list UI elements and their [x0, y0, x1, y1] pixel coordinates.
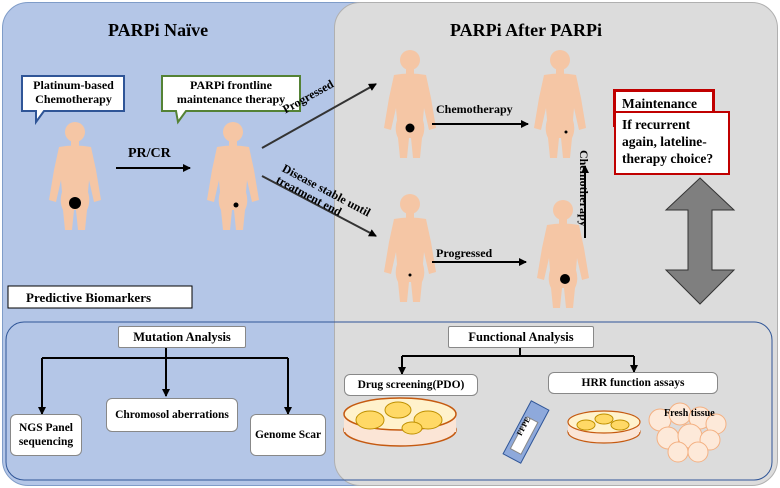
predictive-biomarkers-box: [7, 285, 193, 309]
genome-scar-box: Genome Scar: [250, 414, 326, 456]
chemotherapy-label-top: Chemotherapy: [436, 102, 513, 116]
platinum-callout-shape: [21, 75, 125, 126]
ffpe-slide: [502, 400, 550, 464]
ngs-panel-box: NGS Panel sequencing: [10, 414, 82, 456]
predictive-biomarkers-title: Predictive Biomarkers: [26, 290, 152, 305]
fresh-tissue-label: Fresh tissue: [664, 408, 715, 419]
pr-cr-label: PR/CR: [128, 146, 171, 161]
progressed-arrow-top: [261, 83, 377, 149]
parpi-naive-title: PARPi Naïve: [108, 20, 209, 40]
recurrent-question-box: If recurrent again, lateline-therapy cho…: [614, 111, 730, 175]
tumor-dot-medium: [405, 123, 415, 133]
organoid-dish-small: [567, 410, 641, 444]
patient-figure-1: [49, 122, 101, 230]
patient-figure-3: [384, 50, 436, 158]
double-arrow: [664, 177, 736, 305]
biomarker-frame: [5, 321, 773, 481]
stable-arrow: [261, 175, 377, 237]
chromosol-box: Chromosol aberrations: [106, 398, 238, 432]
hrr-assays-box: HRR function assays: [548, 372, 718, 394]
tumor-dot-large: [69, 197, 81, 209]
patient-figure-5: [384, 194, 436, 302]
tumor-dot-tiny: [564, 130, 568, 134]
platinum-callout: Platinum-based Chemotherapy: [33, 78, 114, 106]
tumor-dot-medium-2: [560, 274, 570, 284]
patient-figure-2: [207, 122, 259, 230]
functional-analysis-box: Functional Analysis: [448, 326, 594, 348]
organoid-dish-large: [343, 397, 457, 447]
chemotherapy-label-vertical: Chemotherapy: [577, 150, 591, 227]
progressed-label-bottom: Progressed: [436, 246, 493, 260]
drug-screening-box: Drug screening(PDO): [344, 374, 478, 396]
tumor-dot-small: [233, 202, 239, 208]
patient-figure-4: [534, 50, 586, 158]
fresh-tissue-cluster: [648, 402, 727, 463]
parpi-callout-shape: [161, 75, 301, 125]
tumor-dot-tiny-2: [408, 273, 412, 277]
parpi-after-parpi-title: PARPi After PARPi: [450, 20, 602, 40]
mutation-analysis-box: Mutation Analysis: [118, 326, 246, 348]
parpi-frontline-callout: PARPi frontline maintenance therapy: [176, 78, 286, 106]
